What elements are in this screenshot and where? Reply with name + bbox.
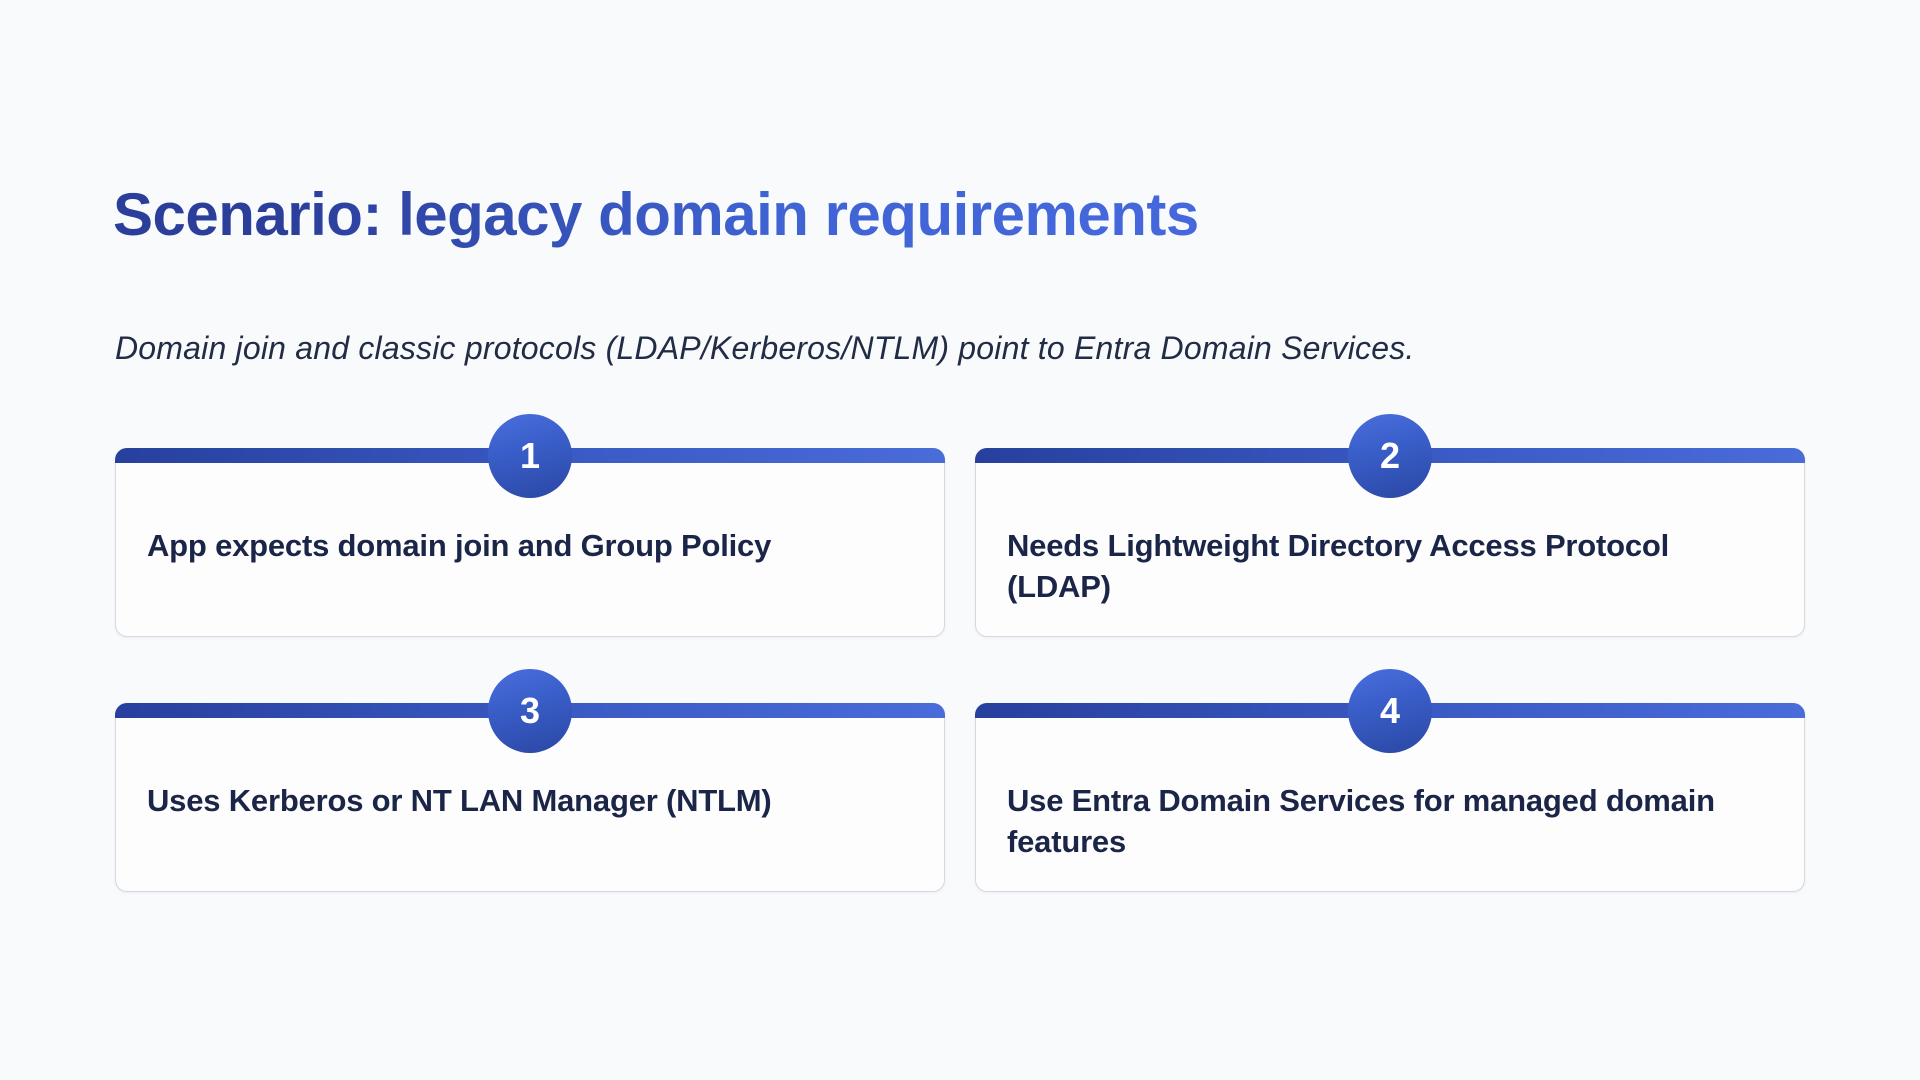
slide-subtitle: Domain join and classic protocols (LDAP/…	[115, 330, 1415, 366]
slide-title: Scenario: legacy domain requirements	[113, 181, 1199, 248]
step-text: App expects domain join and Group Policy	[147, 528, 772, 563]
step-card-4: 4 Use Entra Domain Services for managed …	[975, 669, 1805, 892]
step-text: Uses Kerberos or NT LAN Manager (NTLM)	[147, 783, 772, 818]
step-badge: 4	[1348, 669, 1432, 753]
step-text: Needs Lightweight Directory Access Proto…	[1007, 528, 1670, 604]
step-badge: 2	[1348, 414, 1432, 498]
step-text: Use Entra Domain Services for managed do…	[1007, 783, 1715, 859]
step-number: 3	[519, 690, 541, 731]
step-card-3: 3 Uses Kerberos or NT LAN Manager (NTLM)	[115, 669, 945, 892]
step-number: 4	[1379, 690, 1401, 731]
step-badge: 1	[488, 414, 572, 498]
step-card-1: 1 App expects domain join and Group Poli…	[115, 414, 945, 637]
step-card-2: 2 Needs Lightweight Directory Access Pro…	[975, 414, 1805, 637]
step-badge: 3	[488, 669, 572, 753]
step-number: 2	[1379, 435, 1401, 476]
step-number: 1	[519, 435, 541, 476]
